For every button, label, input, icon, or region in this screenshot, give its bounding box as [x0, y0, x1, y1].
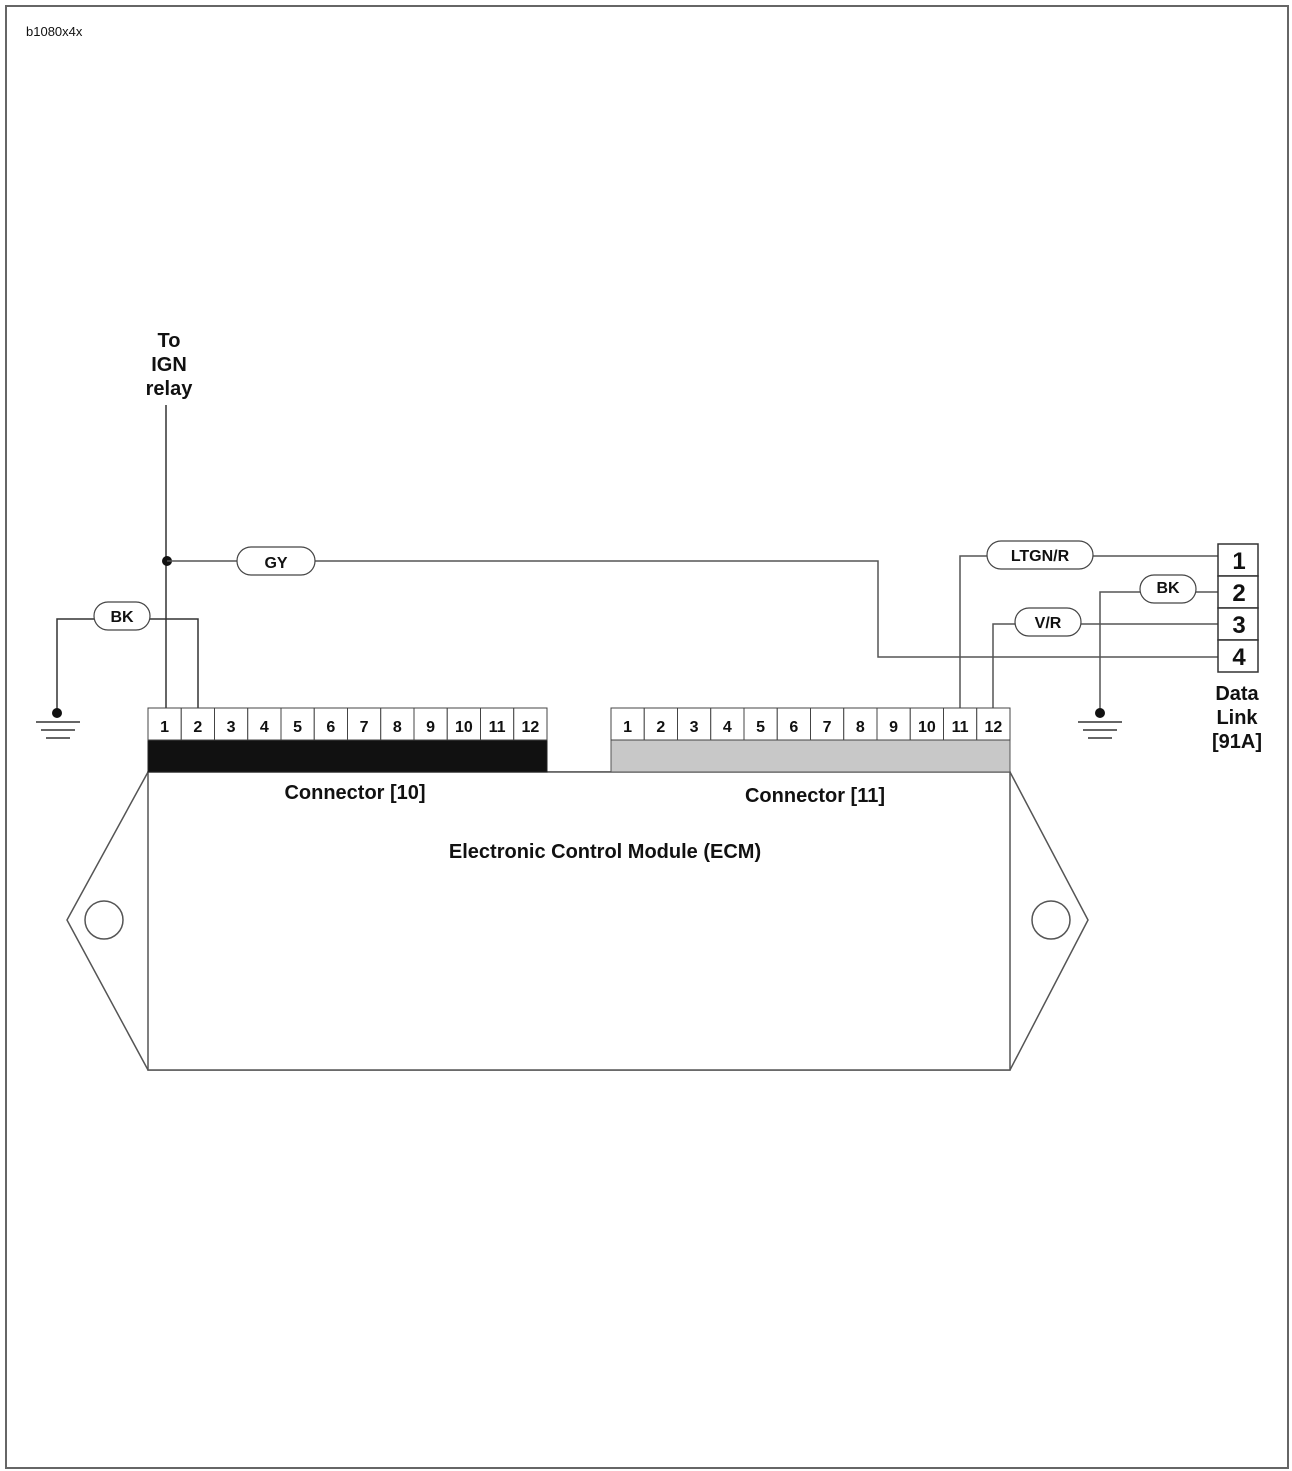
connector-11-pin-cell: [677, 707, 712, 741]
ltgn-r-wire-tag: [986, 540, 1094, 570]
ecm-label: Electronic Control Module (ECM): [449, 841, 761, 863]
connector-10-pin-number: 6: [326, 719, 335, 736]
connector-10-pin-number: 10: [455, 719, 473, 736]
mounting-hole-right: [1031, 900, 1071, 940]
connector-11-pin-cell: [743, 707, 778, 741]
ign-relay-label-line3: relay: [146, 378, 194, 400]
bk-right-wire-tag: [1139, 574, 1197, 604]
gy-wire-label: GY: [264, 555, 287, 572]
connector-11-pin-cell: [976, 707, 1011, 741]
connector-11-pin-cell: [710, 707, 745, 741]
connector-10-pin-cell: [347, 707, 382, 741]
v-r-wire-label: V/R: [1035, 615, 1062, 632]
connector-11-pin-number: 1: [623, 719, 632, 736]
connector-10-pin-cell: [214, 707, 249, 741]
connector-11-pin-number: 9: [889, 719, 898, 736]
data-link-label-line1: Data: [1215, 683, 1259, 705]
mounting-hole-left: [84, 900, 124, 940]
ground-icon-right: [1078, 708, 1122, 739]
ltgn-r-wire: [959, 555, 1218, 708]
data-link-pin-2: 2: [1232, 580, 1245, 607]
connector-11-pin-number: 4: [723, 719, 732, 736]
connector-10-pin-cell: [247, 707, 282, 741]
data-link-label-line3: [91A]: [1212, 731, 1262, 753]
connector-10-pin-number: 8: [393, 719, 402, 736]
ign-relay-label-line2: IGN: [151, 354, 187, 376]
ltgn-r-wire-label: LTGN/R: [1011, 548, 1070, 565]
connector-10-pin-cell: [513, 707, 548, 741]
connector-11-pin-number: 8: [856, 719, 865, 736]
connector-11-pin-number: 5: [756, 719, 765, 736]
connector-10-pin-number: 11: [489, 719, 506, 736]
connector-10-pin-cell: [446, 707, 481, 741]
data-link-pin-4: 4: [1232, 644, 1246, 671]
connector-10-label: Connector [10]: [284, 782, 425, 804]
connector-11-pin-cell: [843, 707, 878, 741]
bk-left-wire-tag: [93, 601, 151, 631]
connector-11-pin-cell: [876, 707, 911, 741]
connector-10-pin-number: 12: [521, 719, 539, 736]
connector-10-pin-number: 3: [227, 719, 236, 736]
connector-11-pin-number: 2: [656, 719, 665, 736]
connector-10-pin-number: 5: [293, 719, 302, 736]
data-link-pin-3: 3: [1232, 612, 1245, 639]
ecm-body: [147, 771, 1011, 1071]
connector-11-pin-cell: [909, 707, 944, 741]
bk-ground-wire-left: [56, 618, 199, 713]
connector-10-pin-cell: [413, 707, 448, 741]
connector-11-pin-number: 7: [823, 719, 832, 736]
bk-right-wire-label: BK: [1156, 580, 1180, 597]
connector-10-pin-number: 2: [193, 719, 202, 736]
v-r-wire: [992, 623, 1218, 708]
connector-11-pin-cell: [610, 707, 645, 741]
connector-11-body: [610, 739, 1011, 773]
figure-id: b1080x4x: [26, 24, 83, 39]
connector-10-pin-cell: [380, 707, 415, 741]
connector-10-pin-cell: [480, 707, 515, 741]
connector-11-pin-cell: [643, 707, 678, 741]
gy-wire: [167, 560, 1218, 658]
connector-10-pin-number: 7: [360, 719, 369, 736]
ground-icon-left: [36, 708, 80, 739]
connector-11-pin-cell: [810, 707, 845, 741]
connector-11-pin-cell: [943, 707, 978, 741]
connector-11-pin-cell: [776, 707, 811, 741]
connector-10-pin-number: 9: [426, 719, 435, 736]
connector-10-pin-cell: [280, 707, 315, 741]
connector-10-pin-cell: [180, 707, 215, 741]
bk-left-wire-label: BK: [110, 609, 134, 626]
gy-wire-tag: [236, 546, 316, 576]
connector-11-pin-number: 11: [952, 719, 969, 736]
connector-11-label: Connector [11]: [745, 785, 885, 807]
connector-11-pin-number: 3: [690, 719, 699, 736]
connector-10-pin-number: 1: [160, 719, 169, 736]
connector-11-pin-number: 6: [789, 719, 798, 736]
data-link-pin-1: 1: [1232, 548, 1245, 575]
connector-10-pin-cell: [313, 707, 348, 741]
connector-11-pin-number: 12: [984, 719, 1002, 736]
connector-11-pin-number: 10: [918, 719, 936, 736]
data-link-connector: 1 2 3 4: [1217, 543, 1259, 673]
bk-ground-wire-right: [1099, 591, 1218, 713]
connector-10-pin-number: 4: [260, 719, 269, 736]
ign-relay-label-line1: To: [158, 330, 181, 352]
data-link-label-line2: Link: [1216, 707, 1258, 729]
v-r-wire-tag: [1014, 607, 1082, 637]
connector-10-body: [147, 739, 548, 773]
page-frame: [5, 5, 1289, 1469]
